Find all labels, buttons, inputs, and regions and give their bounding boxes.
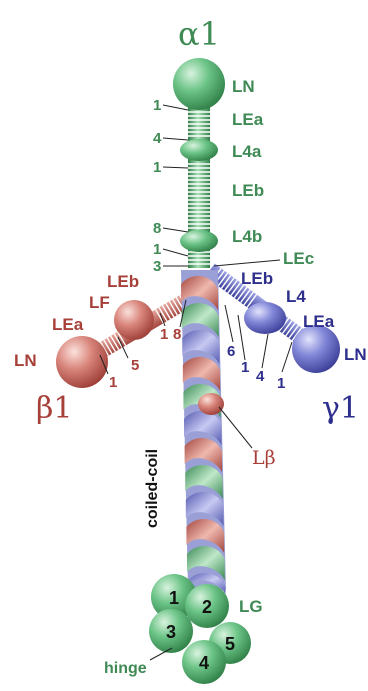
beta-ln-domain [56, 336, 108, 388]
alpha-ln-domain [173, 58, 225, 110]
beta-label-leb: LEb [107, 272, 139, 291]
lg-domains: 1 2 3 4 5 [149, 574, 251, 684]
gamma-label-lea: LEa [303, 312, 335, 331]
alpha-chain [173, 58, 225, 268]
beta-repeat-2: 8 [173, 326, 181, 343]
l-beta-label: Lβ [252, 447, 276, 469]
gamma-l4-domain [244, 302, 286, 334]
alpha-repeat-3: 1 [153, 159, 161, 176]
coiled-coil-label: coiled-coil [144, 449, 161, 528]
gamma-label-leb: LEb [241, 269, 273, 288]
beta-repeat-3: 5 [131, 357, 139, 374]
alpha-label-l4a: L4a [232, 142, 262, 161]
alpha-label-lec: LEc [283, 249, 314, 268]
beta-label-lea: LEa [52, 315, 84, 334]
gamma-repeat-4: 1 [277, 375, 285, 392]
beta-repeat-4: 1 [109, 374, 117, 391]
gamma-ln-domain [292, 325, 340, 373]
beta-label-ln: LN [14, 351, 37, 370]
beta-lf-domain [114, 300, 154, 340]
alpha-chain-name: α1 [178, 15, 220, 53]
gamma-label-ln: LN [344, 345, 367, 364]
alpha-label-lea: LEa [232, 110, 264, 129]
gamma-chain-name: γ1 [322, 391, 359, 426]
coiled-coil [181, 270, 226, 594]
alpha-repeat-1: 1 [153, 97, 161, 114]
alpha-repeat-6: 3 [153, 258, 161, 275]
alpha-l4a-domain [180, 139, 218, 161]
l-beta-domain [198, 393, 224, 415]
beta-chain-name: β1 [36, 391, 72, 426]
alpha-label-l4b: L4b [232, 227, 262, 246]
lg-label: LG [239, 597, 263, 616]
alpha-l4b-domain [180, 230, 218, 252]
lg-label-2: 2 [202, 597, 212, 617]
lg-label-5: 5 [225, 634, 235, 654]
alpha-repeat-5: 1 [153, 241, 161, 258]
lg-label-4: 4 [199, 653, 209, 673]
alpha-label-leb: LEb [232, 181, 264, 200]
alpha-repeat-4: 8 [153, 220, 161, 237]
lg-label-3: 3 [166, 622, 176, 642]
beta-label-lf: LF [89, 293, 110, 312]
gamma-repeat-1: 6 [227, 343, 235, 360]
hinge-label: hinge [104, 660, 147, 677]
gamma-repeat-3: 4 [256, 368, 265, 385]
gamma-repeat-2: 1 [241, 359, 249, 376]
alpha-repeat-2: 4 [153, 130, 162, 147]
beta-repeat-1: 1 [160, 326, 168, 343]
alpha-label-ln: LN [232, 77, 255, 96]
lg-label-1: 1 [169, 588, 179, 608]
gamma-label-l4: L4 [286, 287, 306, 306]
